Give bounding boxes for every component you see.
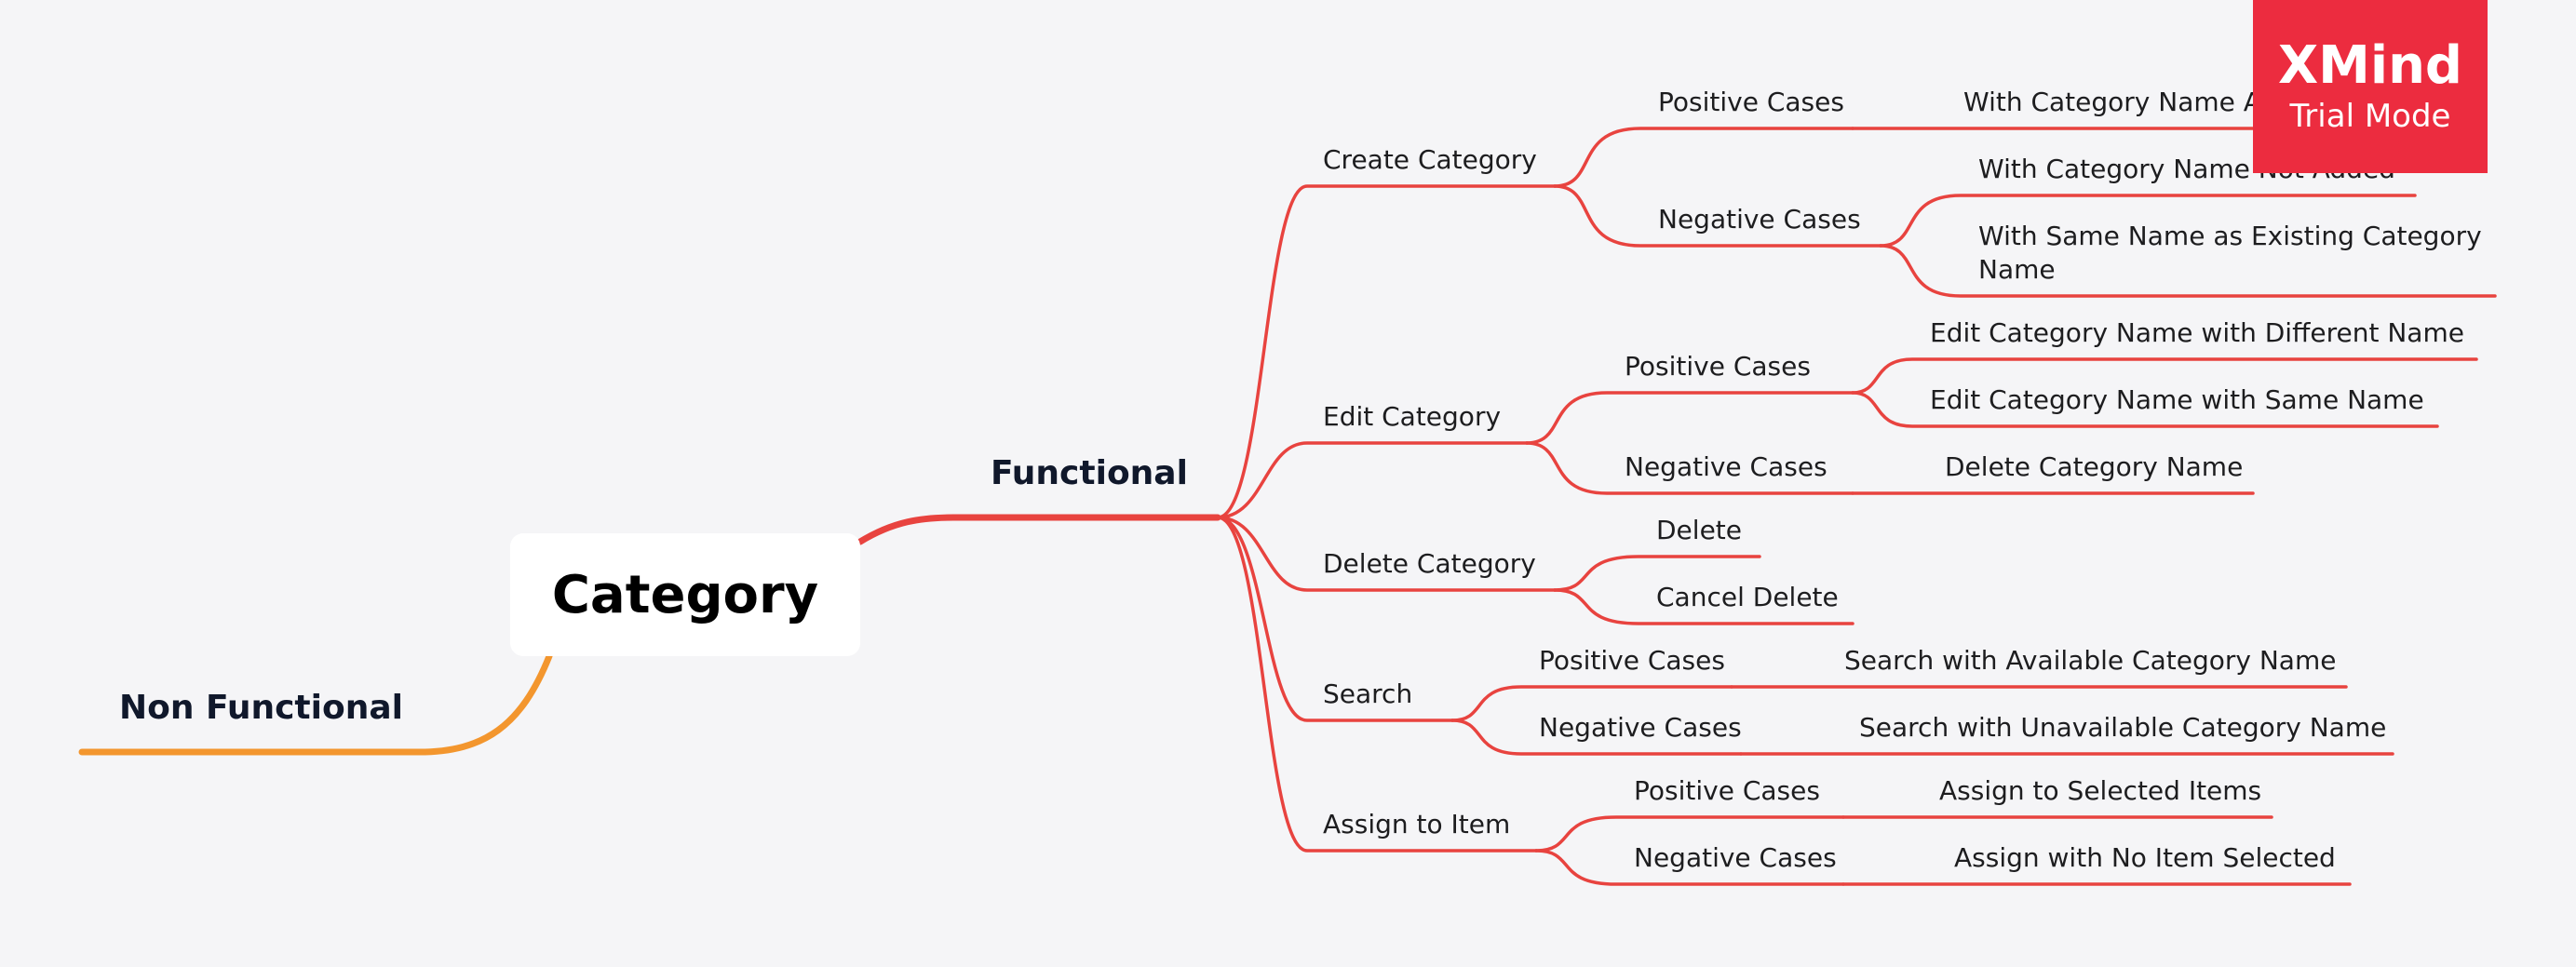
main-topic-non-functional-label: Non Functional: [119, 689, 403, 727]
connector-search: [1216, 516, 1454, 722]
assign-negative-cases[interactable]: Negative Cases: [1634, 842, 1837, 873]
connector-assign-negative: [1534, 849, 1845, 886]
topic-search[interactable]: Search: [1323, 678, 1413, 709]
case-edit-different-name[interactable]: Edit Category Name with Different Name: [1930, 317, 2464, 348]
connector-edit-different-name: [1851, 357, 2478, 395]
connector-create-category: [1216, 184, 1557, 519]
assign-positive-cases[interactable]: Positive Cases: [1634, 775, 1820, 806]
case-same-name-existing[interactable]: With Same Name as Existing Category Name: [1978, 221, 2482, 285]
create-negative-cases[interactable]: Negative Cases: [1658, 204, 1861, 235]
search-positive-cases[interactable]: Positive Cases: [1539, 645, 1725, 676]
connector-with-category-name-not-added: [1879, 194, 2417, 248]
edit-negative-cases[interactable]: Negative Cases: [1625, 451, 1827, 482]
connector-edit-negative: [1525, 441, 1854, 495]
connector-search-negative: [1450, 719, 1743, 756]
delete-option[interactable]: Delete: [1656, 515, 1742, 545]
connector-search-positive: [1450, 685, 1733, 722]
connector-create-positive: [1553, 127, 1854, 188]
connector-cancel-delete-option: [1553, 588, 1854, 625]
connector-edit-positive: [1525, 391, 1854, 445]
connector-assign-to-item: [1216, 516, 1538, 853]
watermark-brand: XMind: [2277, 35, 2463, 96]
central-topic[interactable]: Category: [510, 533, 860, 656]
case-search-unavailable[interactable]: Search with Unavailable Category Name: [1859, 712, 2387, 743]
connector-delete-option: [1553, 555, 1761, 592]
connector-edit-same-name: [1851, 391, 2439, 428]
topic-create-category[interactable]: Create Category: [1323, 144, 1537, 175]
topic-edit-category[interactable]: Edit Category: [1323, 401, 1502, 432]
case-search-available[interactable]: Search with Available Category Name: [1844, 645, 2337, 676]
main-topic-non-functional[interactable]: Non Functional: [119, 689, 403, 727]
case-delete-category-name[interactable]: Delete Category Name: [1945, 451, 2244, 482]
search-negative-cases[interactable]: Negative Cases: [1539, 712, 1742, 743]
case-assign-no-item[interactable]: Assign with No Item Selected: [1954, 842, 2336, 873]
connector-create-negative: [1553, 184, 1882, 248]
connector-root-functional: [856, 514, 1221, 545]
topic-assign-to-item[interactable]: Assign to Item: [1323, 809, 1511, 839]
connector-assign-positive: [1534, 815, 1845, 853]
case-edit-same-name[interactable]: Edit Category Name with Same Name: [1930, 384, 2424, 415]
connector-delete-category: [1216, 516, 1557, 592]
edit-positive-cases[interactable]: Positive Cases: [1625, 351, 1811, 382]
cancel-delete-option[interactable]: Cancel Delete: [1656, 582, 1839, 612]
connector-root-nonfunctional: [78, 652, 553, 756]
connector-edit-category: [1216, 441, 1529, 519]
main-topic-functional-label: Functional: [991, 454, 1188, 492]
main-topic-functional[interactable]: Functional: [991, 454, 1188, 492]
topic-delete-category[interactable]: Delete Category: [1323, 548, 1536, 579]
case-assign-selected[interactable]: Assign to Selected Items: [1939, 775, 2262, 806]
xmind-trial-watermark: XMind Trial Mode: [2253, 0, 2488, 173]
watermark-mode: Trial Mode: [2289, 98, 2451, 135]
create-positive-cases[interactable]: Positive Cases: [1658, 87, 1844, 117]
central-topic-label: Category: [551, 564, 819, 625]
connector-same-name-existing: [1879, 244, 2497, 298]
